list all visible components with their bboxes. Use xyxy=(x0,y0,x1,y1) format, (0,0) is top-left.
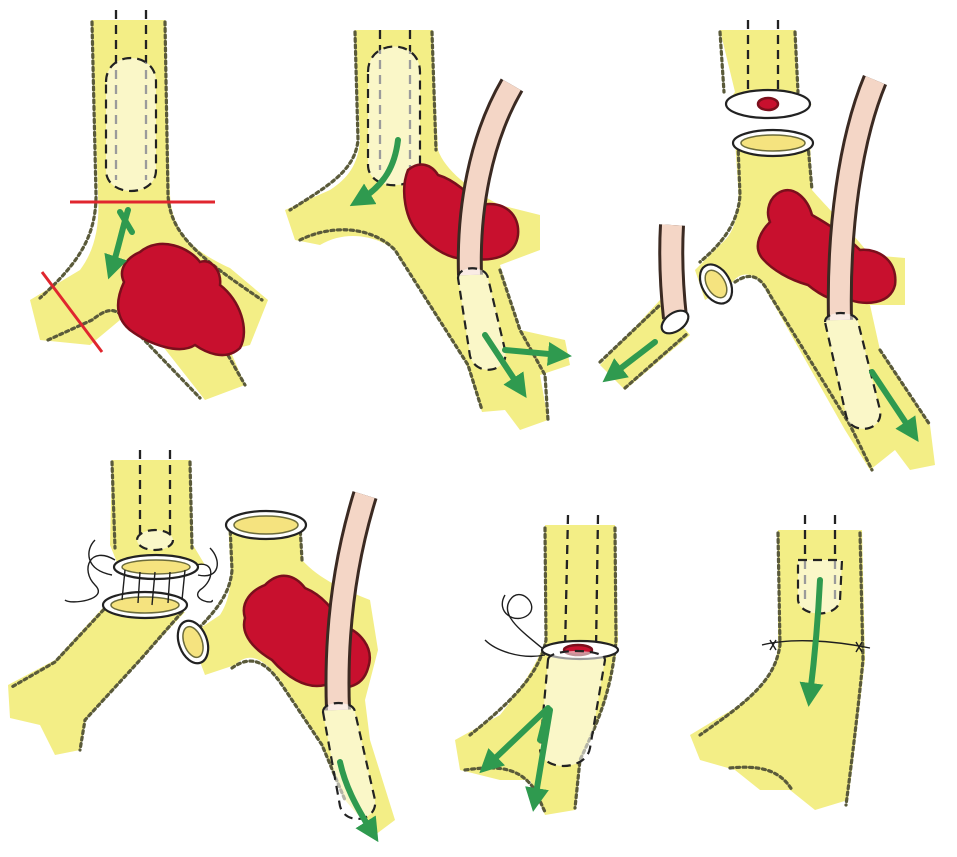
distal-airway xyxy=(695,140,935,470)
left-bronchus xyxy=(8,600,185,755)
panel-step-2 xyxy=(285,30,570,430)
suture-loose-ends-left xyxy=(65,540,115,602)
proximal-stump-lumen xyxy=(122,560,190,574)
trachea-cartilage-left xyxy=(40,22,96,298)
panel-step-3 xyxy=(600,20,935,470)
panel-step-4 xyxy=(8,450,395,835)
panel-step-1 xyxy=(30,10,268,400)
proximal-cartilage-right xyxy=(190,462,192,548)
panel-step-6 xyxy=(690,515,870,810)
bronchial-catheter xyxy=(671,225,675,318)
tumor-mass xyxy=(118,244,244,355)
distal-stump-lumen xyxy=(234,516,298,534)
proximal-tube-tip xyxy=(137,530,173,550)
proximal-lumen xyxy=(758,98,778,110)
tube-cuff xyxy=(106,58,156,191)
anastomosis-suture xyxy=(485,595,545,657)
distal-stump-lumen xyxy=(741,135,805,151)
panel-step-5 xyxy=(455,515,618,815)
